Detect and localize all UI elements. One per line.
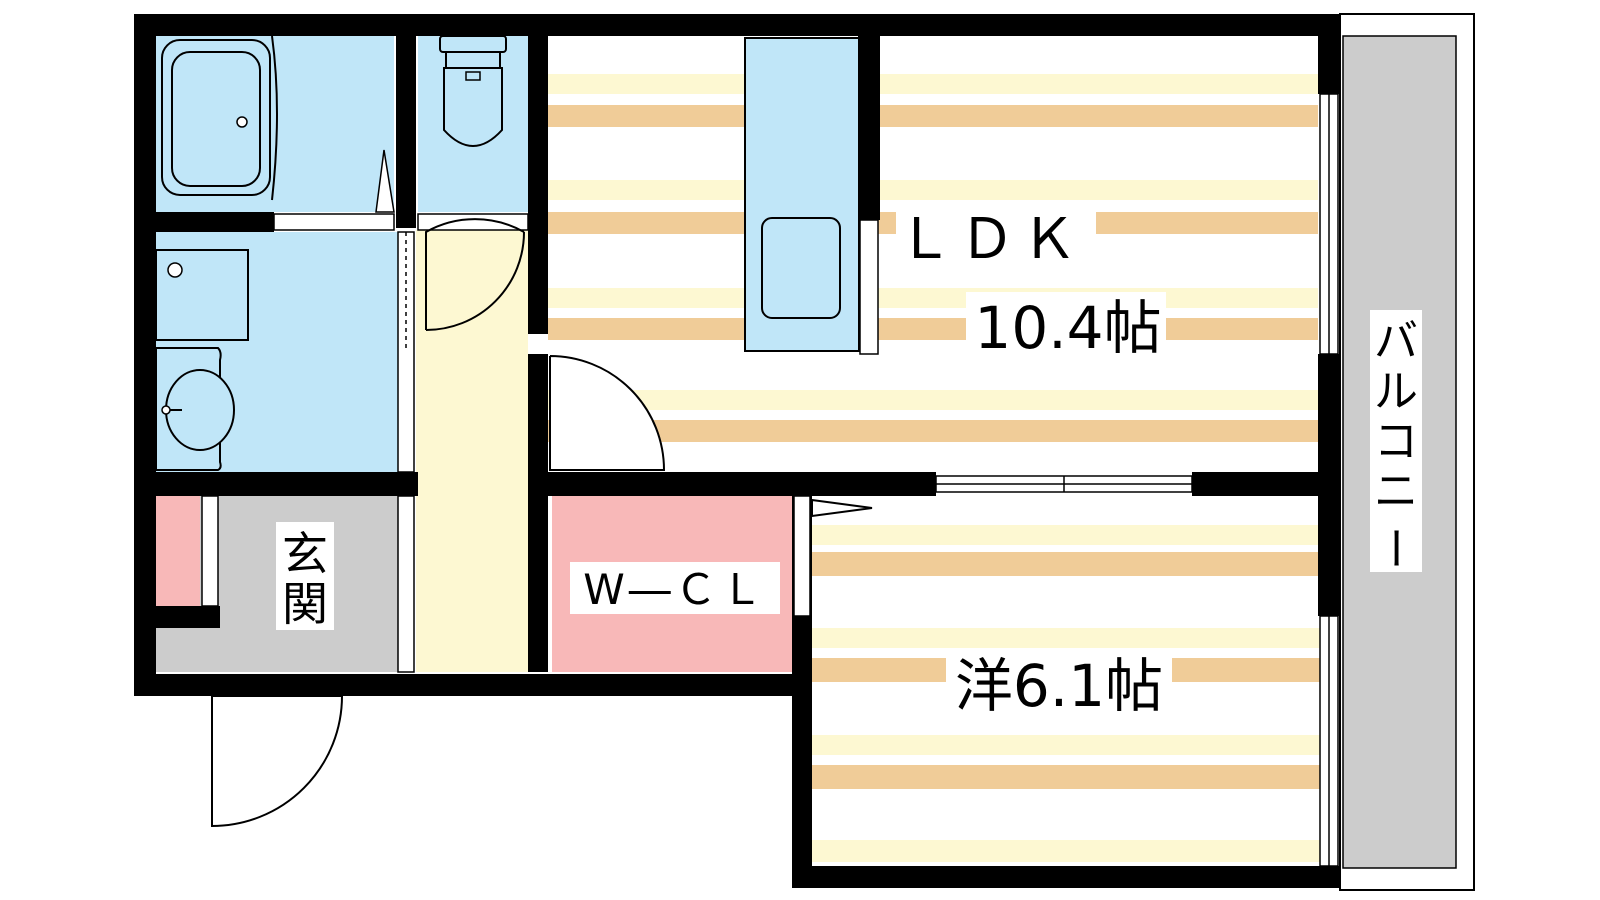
bathroom-door-mark: [375, 149, 395, 213]
western-room-floor: [810, 496, 1320, 868]
kitchen-sink: [761, 217, 841, 319]
ldk-door-swing: [549, 355, 666, 471]
ldk-left-wall: [528, 354, 548, 474]
windows: [201, 93, 1339, 867]
walk-in-closet-label: W―ＣＬ: [583, 565, 767, 614]
toilet-door-swing: [425, 218, 525, 330]
wash-basin: [155, 347, 235, 471]
balcony-label-char: ニ: [1374, 466, 1418, 517]
shoe-cabinet: [154, 496, 200, 606]
entrance-door-swing: [211, 695, 344, 828]
hallway-floor: [416, 230, 528, 672]
balcony-label: バ ル コ ニ ー: [1369, 316, 1420, 570]
entrance-label-line1: 玄: [282, 527, 328, 581]
closet-door-mark: [811, 498, 873, 518]
kitchen-counter: [744, 37, 860, 352]
door-swings: [211, 218, 873, 828]
bathroom-divider: [271, 35, 278, 201]
balcony-label-char: ル: [1374, 366, 1418, 417]
washing-machine-pan: [155, 249, 249, 341]
balcony-label-char: ー: [1369, 526, 1420, 570]
entrance-label-line2: 関: [282, 577, 328, 631]
bathtub: [161, 39, 271, 196]
toilet: [439, 35, 507, 147]
ldk-size-label: 10.4帖: [974, 294, 1161, 362]
balcony: [1339, 13, 1475, 891]
western-room-label: 洋6.1帖: [955, 652, 1163, 720]
balcony-label-char: コ: [1374, 416, 1418, 467]
balcony-label-char: バ: [1374, 316, 1418, 367]
ldk-name-label: ＬＤＫ: [897, 207, 1083, 272]
